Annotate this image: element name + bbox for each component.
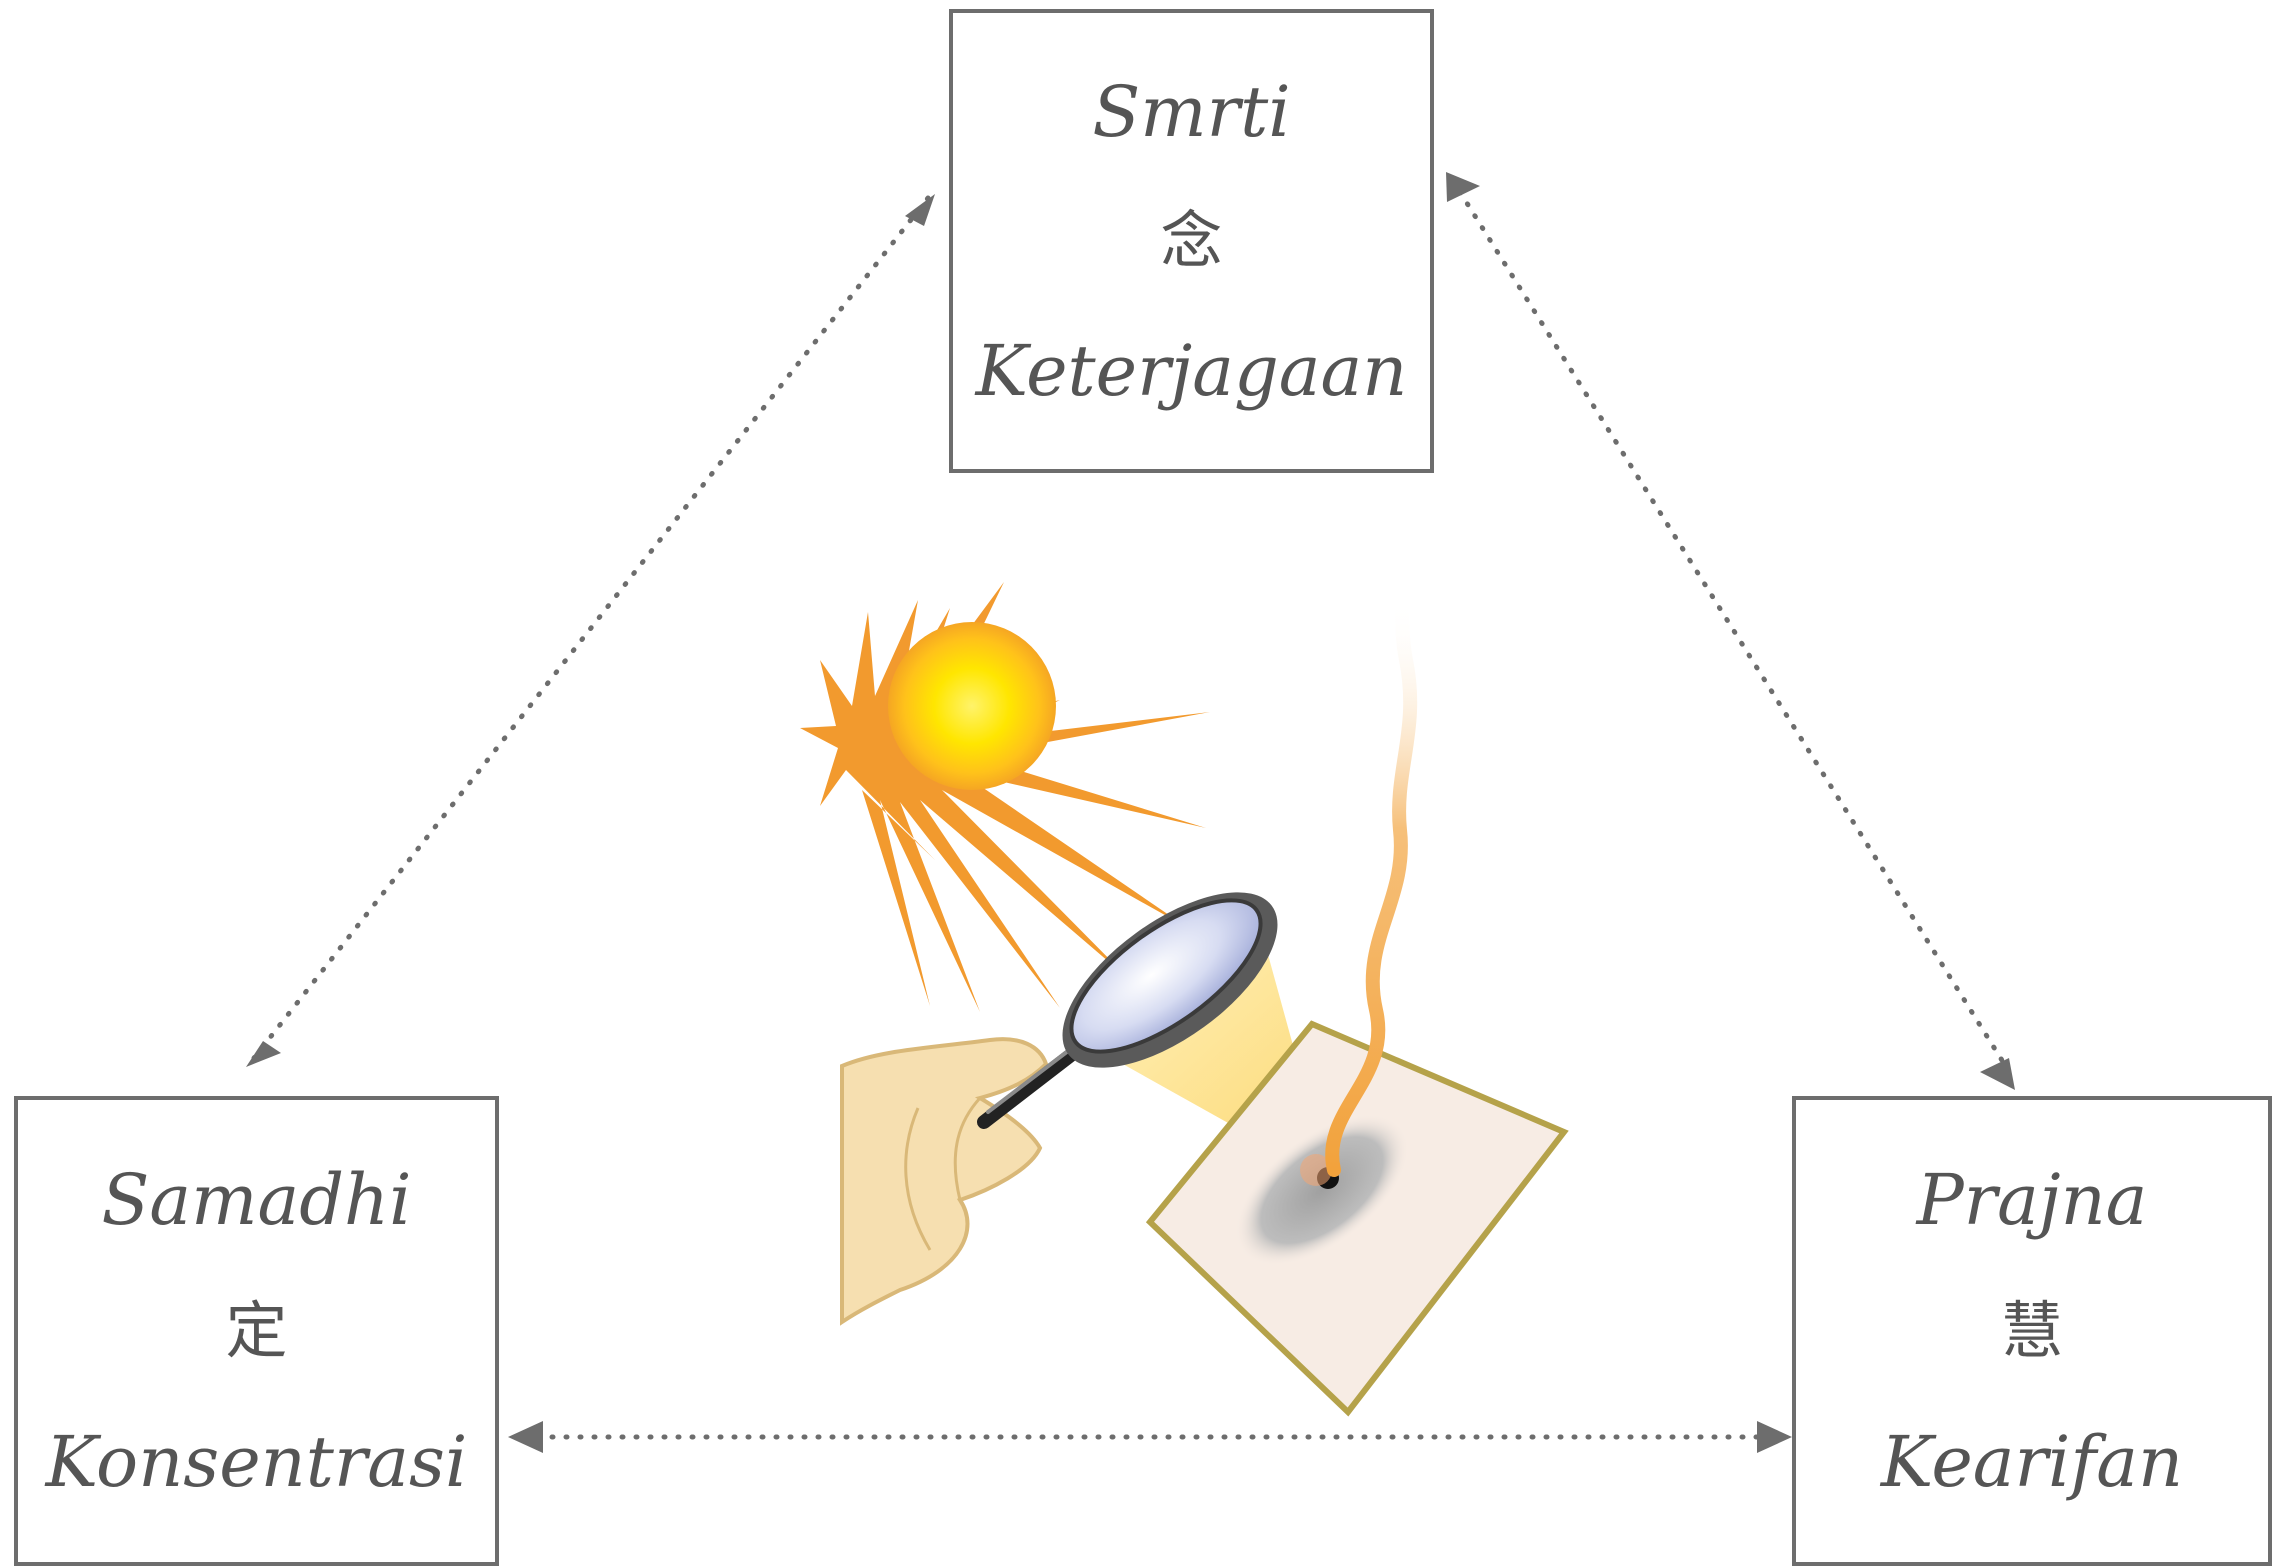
connector-left-right [508,1421,1792,1453]
connector-top-right [1446,172,2015,1090]
node-meaning: Konsentrasi [45,1421,468,1503]
hand-icon [840,1037,1049,1326]
arrowhead-icon [1446,172,1480,202]
magnifying-glass-icon [977,892,1278,1129]
arrowhead-icon [508,1421,543,1453]
smoke-icon [1325,593,1418,1177]
node-smrti: Smrti 念 Keterjagaan [949,9,1434,473]
node-latin-name: Smrti [1092,70,1291,153]
magnifying-glass-illustration [800,582,1569,1417]
node-latin-name: Prajna [1916,1159,2148,1241]
sun-icon [800,582,1210,1012]
arrowhead-icon [1757,1421,1792,1453]
node-cjk-character: 定 [225,1294,288,1367]
arrowhead-icon [1980,1058,2015,1090]
node-samadhi: Samadhi 定 Konsentrasi [14,1096,499,1566]
node-cjk-character: 慧 [2000,1294,2063,1367]
node-latin-name: Samadhi [101,1159,412,1241]
paper-icon [1145,1020,1569,1417]
node-cjk-character: 念 [1160,204,1223,277]
arrowhead-icon [905,194,935,226]
node-prajna: Prajna 慧 Kearifan [1792,1096,2272,1566]
node-meaning: Keterjagaan [975,329,1408,412]
node-meaning: Kearifan [1880,1421,2184,1503]
arrowhead-icon [246,1041,281,1067]
connector-top-left [246,194,935,1067]
